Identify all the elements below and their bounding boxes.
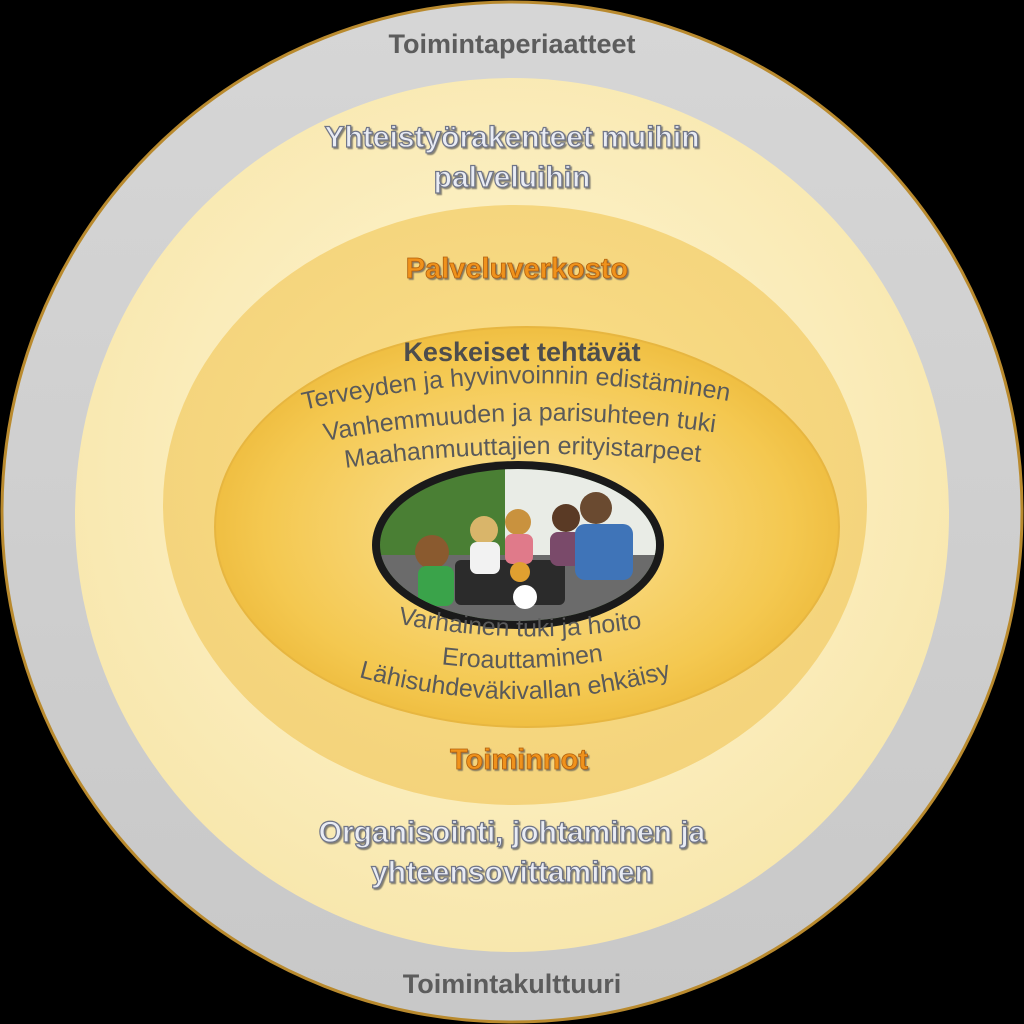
outer-bottom-label: Toimintakulttuuri [403, 969, 621, 999]
functions-label: Toiminnot [450, 744, 588, 776]
organisation-line1: Organisointi, johtaminen ja [319, 816, 706, 849]
outer-top-label: Toimintaperiaatteet [388, 29, 635, 59]
service-network-label: Palveluverkosto [406, 253, 628, 285]
organisation-line2: yhteensovittaminen [371, 856, 653, 889]
core-tasks-heading: Keskeiset tehtävät [403, 337, 640, 367]
family-photo [372, 461, 664, 629]
cooperation-line1: Yhteistyörakenteet muihin [324, 121, 699, 154]
cooperation-line2: palveluihin [434, 161, 591, 194]
